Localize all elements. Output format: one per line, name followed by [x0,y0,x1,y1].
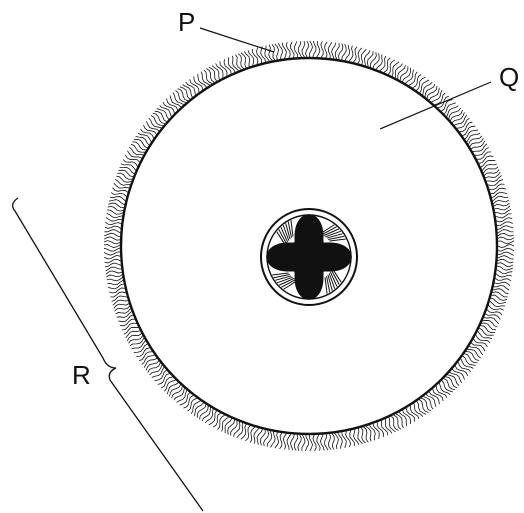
pointer-line-p [200,28,274,52]
central-body [261,209,357,305]
label-p: P [178,7,195,37]
label-q: Q [499,62,519,92]
label-r: R [72,360,91,390]
